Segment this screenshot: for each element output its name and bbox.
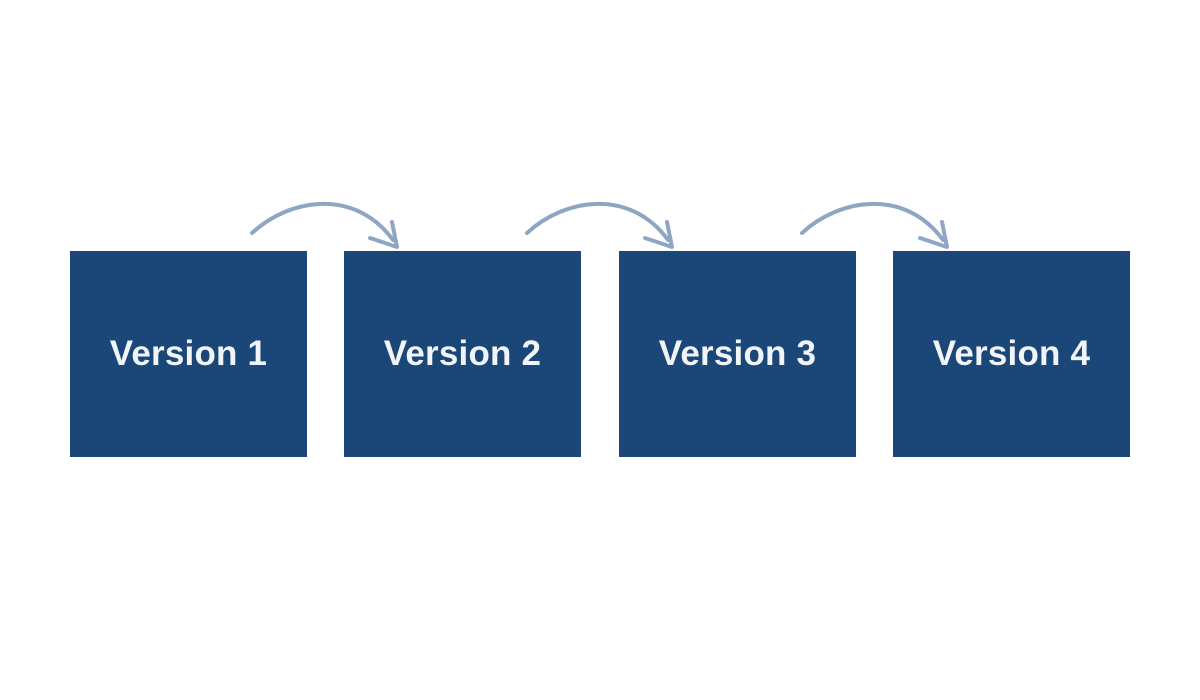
version-box-1: Version 1 — [70, 251, 307, 457]
curved-arrow-icon — [250, 201, 399, 249]
version-label-2: Version 2 — [383, 334, 542, 373]
version-box-2: Version 2 — [344, 251, 581, 457]
version-label-1: Version 1 — [109, 334, 268, 373]
version-label-4: Version 4 — [932, 334, 1091, 373]
version-box-4: Version 4 — [893, 251, 1130, 457]
curved-arrow-icon — [525, 201, 674, 249]
curved-arrow-icon — [800, 201, 949, 249]
version-label-3: Version 3 — [658, 334, 817, 373]
version-box-3: Version 3 — [619, 251, 856, 457]
